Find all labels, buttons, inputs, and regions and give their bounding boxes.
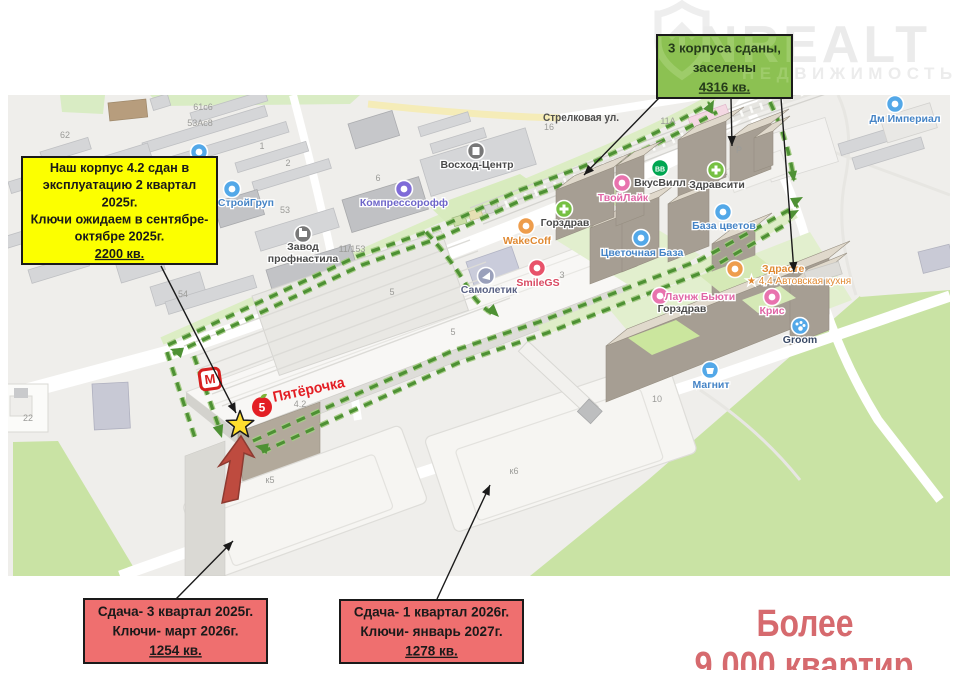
svg-text:эксплуатацию 2 квартал: эксплуатацию 2 квартал [43, 178, 197, 192]
svg-text:3 корпуса сданы,: 3 корпуса сданы, [668, 41, 781, 56]
svg-text:Дм Империал: Дм Империал [869, 113, 940, 125]
svg-text:53Ас8: 53Ас8 [187, 118, 213, 128]
svg-text:Горздрав: Горздрав [541, 217, 590, 229]
svg-text:Стрелковая ул.: Стрелковая ул. [543, 112, 619, 124]
svg-text:10: 10 [652, 394, 662, 404]
svg-text:11А: 11А [660, 116, 675, 126]
svg-text:2: 2 [285, 158, 290, 168]
svg-text:сСтройГруп: сСтройГруп [212, 197, 274, 209]
svg-text:М: М [204, 371, 217, 387]
svg-text:ТвойЛайк: ТвойЛайк [598, 192, 649, 204]
svg-text:заселены: заселены [693, 60, 756, 75]
svg-text:Ключи ожидаем в сентябре-: Ключи ожидаем в сентябре- [31, 213, 209, 227]
svg-text:Самолетик: Самолетик [461, 284, 518, 296]
svg-text:НЕДВИЖИМОСТЬ: НЕДВИЖИМОСТЬ [742, 64, 958, 83]
svg-text:2025г.: 2025г. [102, 195, 138, 209]
svg-text:Компрессорофф: Компрессорофф [360, 197, 448, 209]
svg-text:Завод: Завод [287, 241, 319, 253]
svg-text:ВкусВилл: ВкусВилл [634, 177, 686, 189]
svg-text:62: 62 [60, 130, 70, 140]
svg-text:5: 5 [450, 327, 455, 337]
svg-text:Крис: Крис [759, 305, 784, 317]
svg-text:5: 5 [389, 287, 394, 297]
svg-text:Лаунж Бьюти: Лаунж Бьюти [665, 291, 735, 303]
svg-text:WakeCoff: WakeCoff [503, 235, 552, 247]
svg-text:Здрасте: Здрасте [762, 263, 804, 275]
svg-text:4.2: 4.2 [294, 399, 307, 409]
svg-text:16: 16 [544, 122, 554, 132]
svg-text:★ 4,4 Автовская кухня: ★ 4,4 Автовская кухня [747, 276, 851, 287]
svg-text:3: 3 [559, 270, 564, 280]
svg-text:NREALT: NREALT [700, 16, 931, 74]
svg-text:Сдача- 3 квартал 2025г.: Сдача- 3 квартал 2025г. [98, 604, 253, 619]
svg-text:1254 кв.: 1254 кв. [149, 643, 202, 658]
svg-text:октябре 2025г.: октябре 2025г. [75, 230, 165, 244]
svg-text:Сдача- 1 квартал 2026г.: Сдача- 1 квартал 2026г. [354, 605, 509, 620]
svg-text:6: 6 [375, 173, 380, 183]
svg-text:54: 54 [178, 289, 188, 299]
svg-text:Groom: Groom [783, 334, 817, 346]
svg-text:Ключи- январь 2027г.: Ключи- январь 2027г. [360, 624, 502, 639]
svg-text:1: 1 [259, 141, 264, 151]
svg-text:профнастила: профнастила [268, 253, 339, 265]
svg-text:Горздрав: Горздрав [658, 303, 707, 315]
svg-text:Более: Более [757, 603, 854, 645]
svg-text:2200 кв.: 2200 кв. [95, 247, 144, 261]
svg-text:SmileGS: SmileGS [516, 277, 559, 289]
svg-text:Наш корпус 4.2 сдан в: Наш корпус 4.2 сдан в [50, 161, 190, 175]
svg-text:11/153: 11/153 [339, 244, 366, 254]
svg-text:Р: Р [736, 145, 742, 155]
svg-text:База цветов: База цветов [692, 220, 756, 232]
svg-text:4316 кв.: 4316 кв. [699, 80, 750, 95]
svg-text:9.000 квартир: 9.000 квартир [695, 645, 914, 670]
svg-text:ВВ: ВВ [655, 167, 665, 174]
svg-text:Восход-Центр: Восход-Центр [440, 159, 513, 171]
svg-text:1278 кв.: 1278 кв. [405, 644, 458, 659]
svg-text:Цветочная База: Цветочная База [601, 247, 684, 259]
svg-text:к6: к6 [510, 466, 519, 476]
svg-text:22: 22 [23, 413, 33, 423]
svg-text:Ключи- март 2026г.: Ключи- март 2026г. [112, 624, 238, 639]
svg-text:61с6: 61с6 [193, 102, 213, 112]
svg-text:53: 53 [280, 205, 290, 215]
svg-text:Магнит: Магнит [692, 379, 729, 391]
svg-text:НЕДВИЖИМОСТЬ: НЕДВИЖИМОСТЬ [742, 64, 958, 83]
svg-text:к5: к5 [266, 475, 275, 485]
svg-text:Здравсити: Здравсити [689, 179, 745, 191]
svg-text:5: 5 [259, 401, 266, 415]
